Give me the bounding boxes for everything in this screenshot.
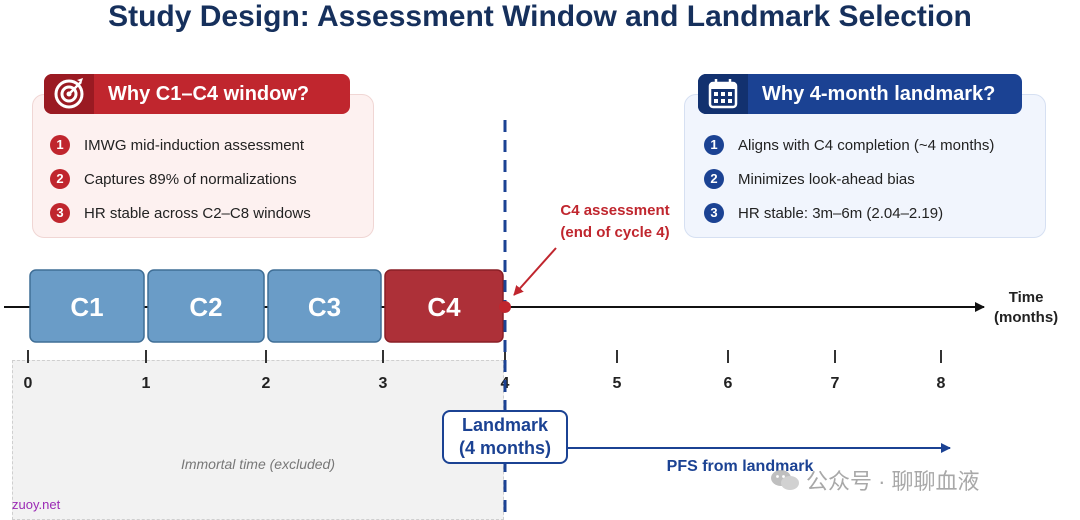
list-item-text: IMWG mid-induction assessment: [84, 136, 305, 154]
landmark-line1: Landmark: [461, 415, 549, 435]
list-item: 2 Captures 89% of normalizations: [50, 162, 311, 196]
calendar-icon: [698, 74, 748, 114]
axis-label-line1: Time: [1008, 289, 1044, 306]
page-title: Study Design: Assessment Window and Land…: [108, 0, 972, 33]
cycle-label-c1: C1: [70, 292, 103, 322]
tick-label: 2: [262, 375, 271, 392]
list-item-text: HR stable: 3m–6m (2.04–2.19): [738, 204, 944, 222]
tick-label: 1: [142, 375, 151, 392]
landmark-line2: (4 months): [459, 438, 551, 458]
tick-label: 5: [613, 375, 622, 392]
watermark-site: zuoy.net: [12, 497, 61, 512]
left-panel: [32, 94, 374, 238]
c4-assessment-arrow: [513, 247, 557, 296]
list-item: 3 HR stable across C2–C8 windows: [50, 196, 311, 230]
list-item: 1 IMWG mid-induction assessment: [50, 128, 311, 162]
cycle-label-c4: C4: [427, 292, 461, 322]
list-item-text: Minimizes look-ahead bias: [738, 170, 915, 188]
list-item: 2 Minimizes look-ahead bias: [704, 162, 994, 196]
tick-label: 0: [24, 375, 33, 392]
cycle-bar-c3: [267, 269, 382, 343]
tick-label: 6: [724, 375, 733, 392]
number-badge: 1: [50, 135, 70, 155]
axis-label-line2: (months): [994, 309, 1059, 326]
tick-label: 8: [937, 375, 946, 392]
right-panel: [684, 94, 1046, 238]
list-item-text: Captures 89% of normalizations: [84, 170, 297, 188]
c4-assessment-note: C4 assessment (end of cycle 4): [540, 200, 690, 244]
c4-assessment-dot: [499, 301, 511, 313]
number-badge: 3: [704, 203, 724, 223]
cycle-label-c3: C3: [308, 292, 341, 322]
tick-label: 3: [379, 375, 388, 392]
list-item-text: HR stable across C2–C8 windows: [84, 204, 311, 222]
number-badge: 2: [50, 169, 70, 189]
left-panel-heading: Why C1–C4 window?: [108, 83, 310, 105]
number-badge: 3: [50, 203, 70, 223]
cycle-label-c2: C2: [189, 292, 222, 322]
number-badge: 1: [704, 135, 724, 155]
right-panel-header: Why 4-month landmark?: [698, 74, 1022, 114]
cycle-bar-c1: [29, 269, 145, 343]
cycle-bar-c2: [147, 269, 265, 343]
target-icon: [44, 74, 94, 114]
tick-label: 7: [831, 375, 840, 392]
left-panel-list: 1 IMWG mid-induction assessment 2 Captures…: [50, 128, 311, 230]
list-item-text: Aligns with C4 completion (~4 months): [738, 136, 995, 154]
wechat-icon: [771, 470, 799, 490]
axis-label: Time (months): [994, 288, 1058, 328]
watermark-wechat: 公众号 · 聊聊血液: [770, 464, 980, 496]
left-panel-header: Why C1–C4 window?: [44, 74, 350, 114]
immortal-time-region: [12, 360, 504, 520]
pfs-label: PFS from landmark: [666, 458, 814, 475]
watermark-wechat-text: 公众号 · 聊聊血液: [806, 469, 980, 494]
landmark-box: Landmark (4 months): [442, 410, 568, 464]
list-item: 1 Aligns with C4 completion (~4 months): [704, 128, 994, 162]
right-panel-heading: Why 4-month landmark?: [762, 83, 996, 105]
right-panel-list: 1 Aligns with C4 completion (~4 months) 2…: [704, 128, 994, 230]
c4-note-line1: C4 assessment: [560, 202, 670, 219]
number-badge: 2: [704, 169, 724, 189]
immortal-time-label: Immortal time (excluded): [180, 456, 336, 472]
c4-note-line2: (end of cycle 4): [560, 224, 670, 241]
list-item: 3 HR stable: 3m–6m (2.04–2.19): [704, 196, 994, 230]
